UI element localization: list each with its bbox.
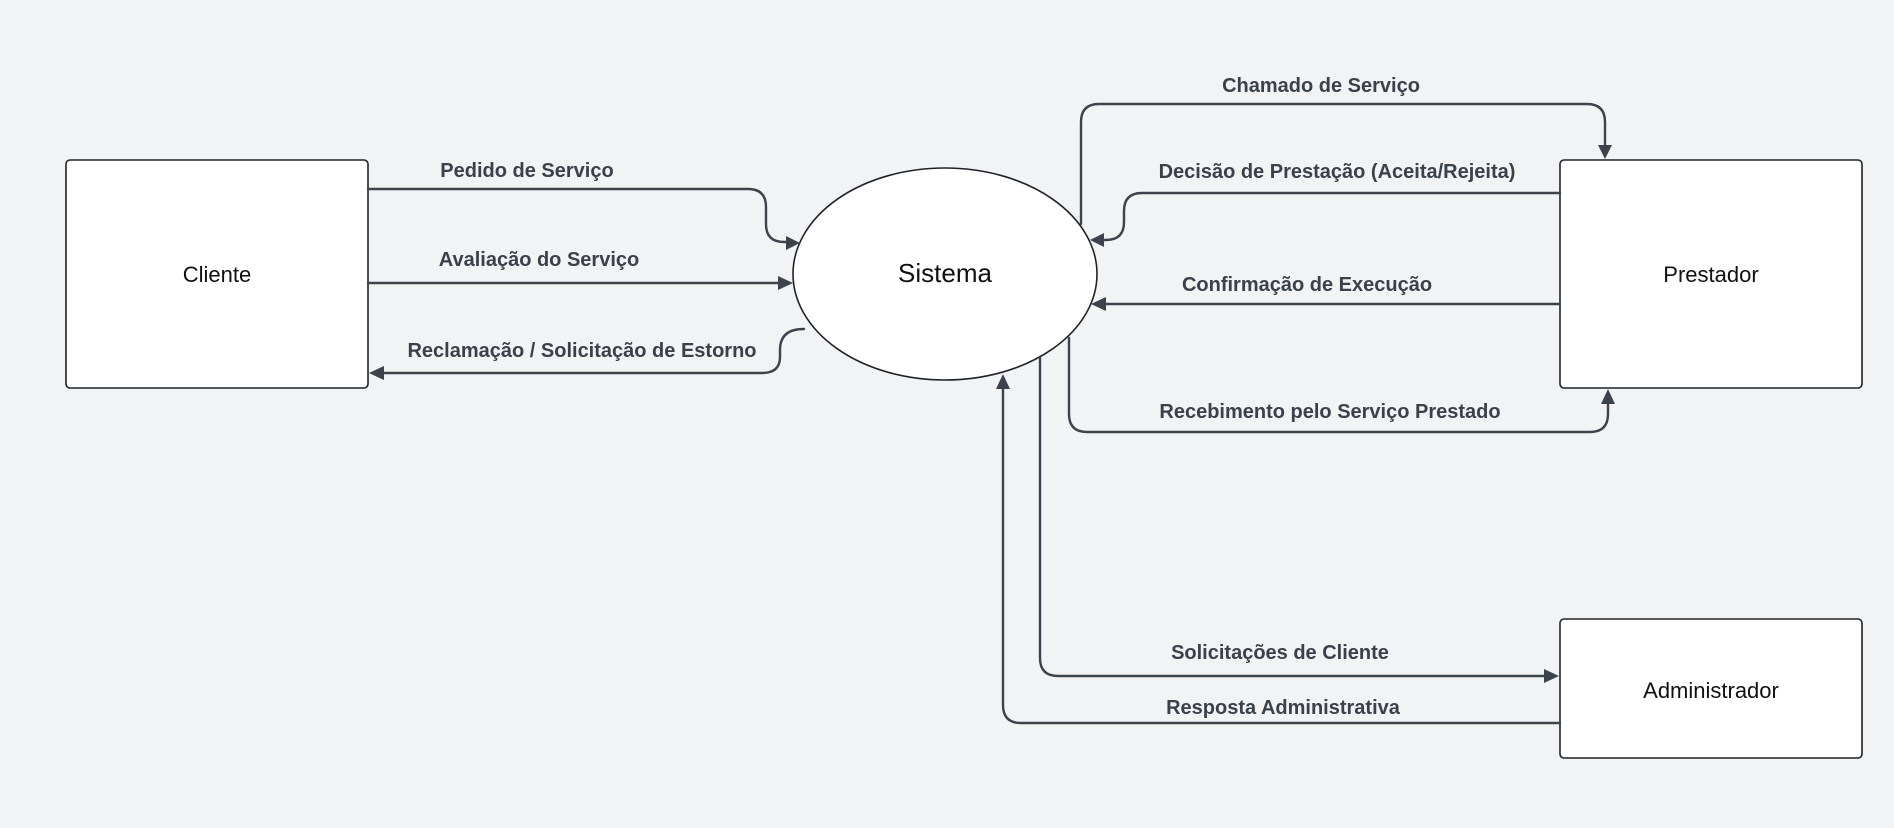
flow-pedido-servico-label: Pedido de Serviço <box>440 160 613 182</box>
flow-solicitacoes-cliente[interactable]: Solicitações de Cliente <box>1038 356 1559 683</box>
flow-resposta-administrativa-line <box>1001 387 1562 725</box>
cliente-label: Cliente <box>183 262 251 287</box>
flow-decisao-prestacao-label: Decisão de Prestação (Aceita/Rejeita) <box>1159 161 1516 183</box>
flow-chamado-servico[interactable]: Chamado de Serviço <box>1079 75 1612 226</box>
flow-confirmacao-execucao-label: Confirmação de Execução <box>1182 274 1432 296</box>
flow-reclamacao-estorno-line <box>382 327 806 375</box>
flow-reclamacao-estorno[interactable]: Reclamação / Solicitação de Estorno <box>369 327 806 380</box>
flow-confirmacao-execucao[interactable]: Confirmação de Execução <box>1091 274 1562 311</box>
flow-reclamacao-estorno-label: Reclamação / Solicitação de Estorno <box>407 340 756 362</box>
cliente-box <box>65 159 369 389</box>
flow-avaliacao-servico-arrow <box>778 276 793 290</box>
prestador-box <box>1559 159 1863 389</box>
flow-recebimento-servico-arrow <box>1601 389 1615 404</box>
flow-recebimento-servico[interactable]: Recebimento pelo Serviço Prestado <box>1067 336 1615 434</box>
sistema-label: Sistema <box>898 258 992 288</box>
prestador-label: Prestador <box>1663 262 1758 287</box>
flow-pedido-servico-line <box>366 187 788 244</box>
entity-prestador[interactable]: Prestador <box>1559 159 1863 389</box>
flow-chamado-servico-line <box>1079 102 1607 226</box>
sistema-ellipse <box>792 167 1098 381</box>
flow-decisao-prestacao-line <box>1102 191 1562 242</box>
flow-decisao-prestacao[interactable]: Decisão de Prestação (Aceita/Rejeita) <box>1090 161 1562 247</box>
flow-avaliacao-servico-label: Avaliação do Serviço <box>439 249 639 271</box>
flow-chamado-servico-arrow <box>1598 145 1612 159</box>
entity-sistema[interactable]: Sistema <box>792 167 1098 381</box>
flow-pedido-servico[interactable]: Pedido de Serviço <box>366 160 800 250</box>
flow-recebimento-servico-label: Recebimento pelo Serviço Prestado <box>1159 401 1500 423</box>
flow-resposta-administrativa-arrow <box>996 374 1010 389</box>
flow-pedido-servico-arrow <box>786 236 800 250</box>
administrador-box <box>1559 618 1863 759</box>
flow-reclamacao-estorno-arrow <box>369 366 384 380</box>
administrador-label: Administrador <box>1643 678 1779 703</box>
entity-cliente[interactable]: Cliente <box>65 159 369 389</box>
flow-resposta-administrativa[interactable]: Resposta Administrativa <box>996 374 1562 725</box>
flow-solicitacoes-cliente-line <box>1038 356 1546 678</box>
flow-confirmacao-execucao-arrow <box>1091 297 1106 311</box>
flow-resposta-administrativa-label: Resposta Administrativa <box>1166 697 1401 719</box>
flow-avaliacao-servico[interactable]: Avaliação do Serviço <box>366 249 793 290</box>
flow-solicitacoes-cliente-arrow <box>1544 669 1559 683</box>
flow-chamado-servico-label: Chamado de Serviço <box>1222 75 1420 97</box>
flow-recebimento-servico-line <box>1067 336 1610 434</box>
entity-administrador[interactable]: Administrador <box>1559 618 1863 759</box>
flow-decisao-prestacao-arrow <box>1090 233 1104 247</box>
flow-solicitacoes-cliente-label: Solicitações de Cliente <box>1171 642 1389 664</box>
